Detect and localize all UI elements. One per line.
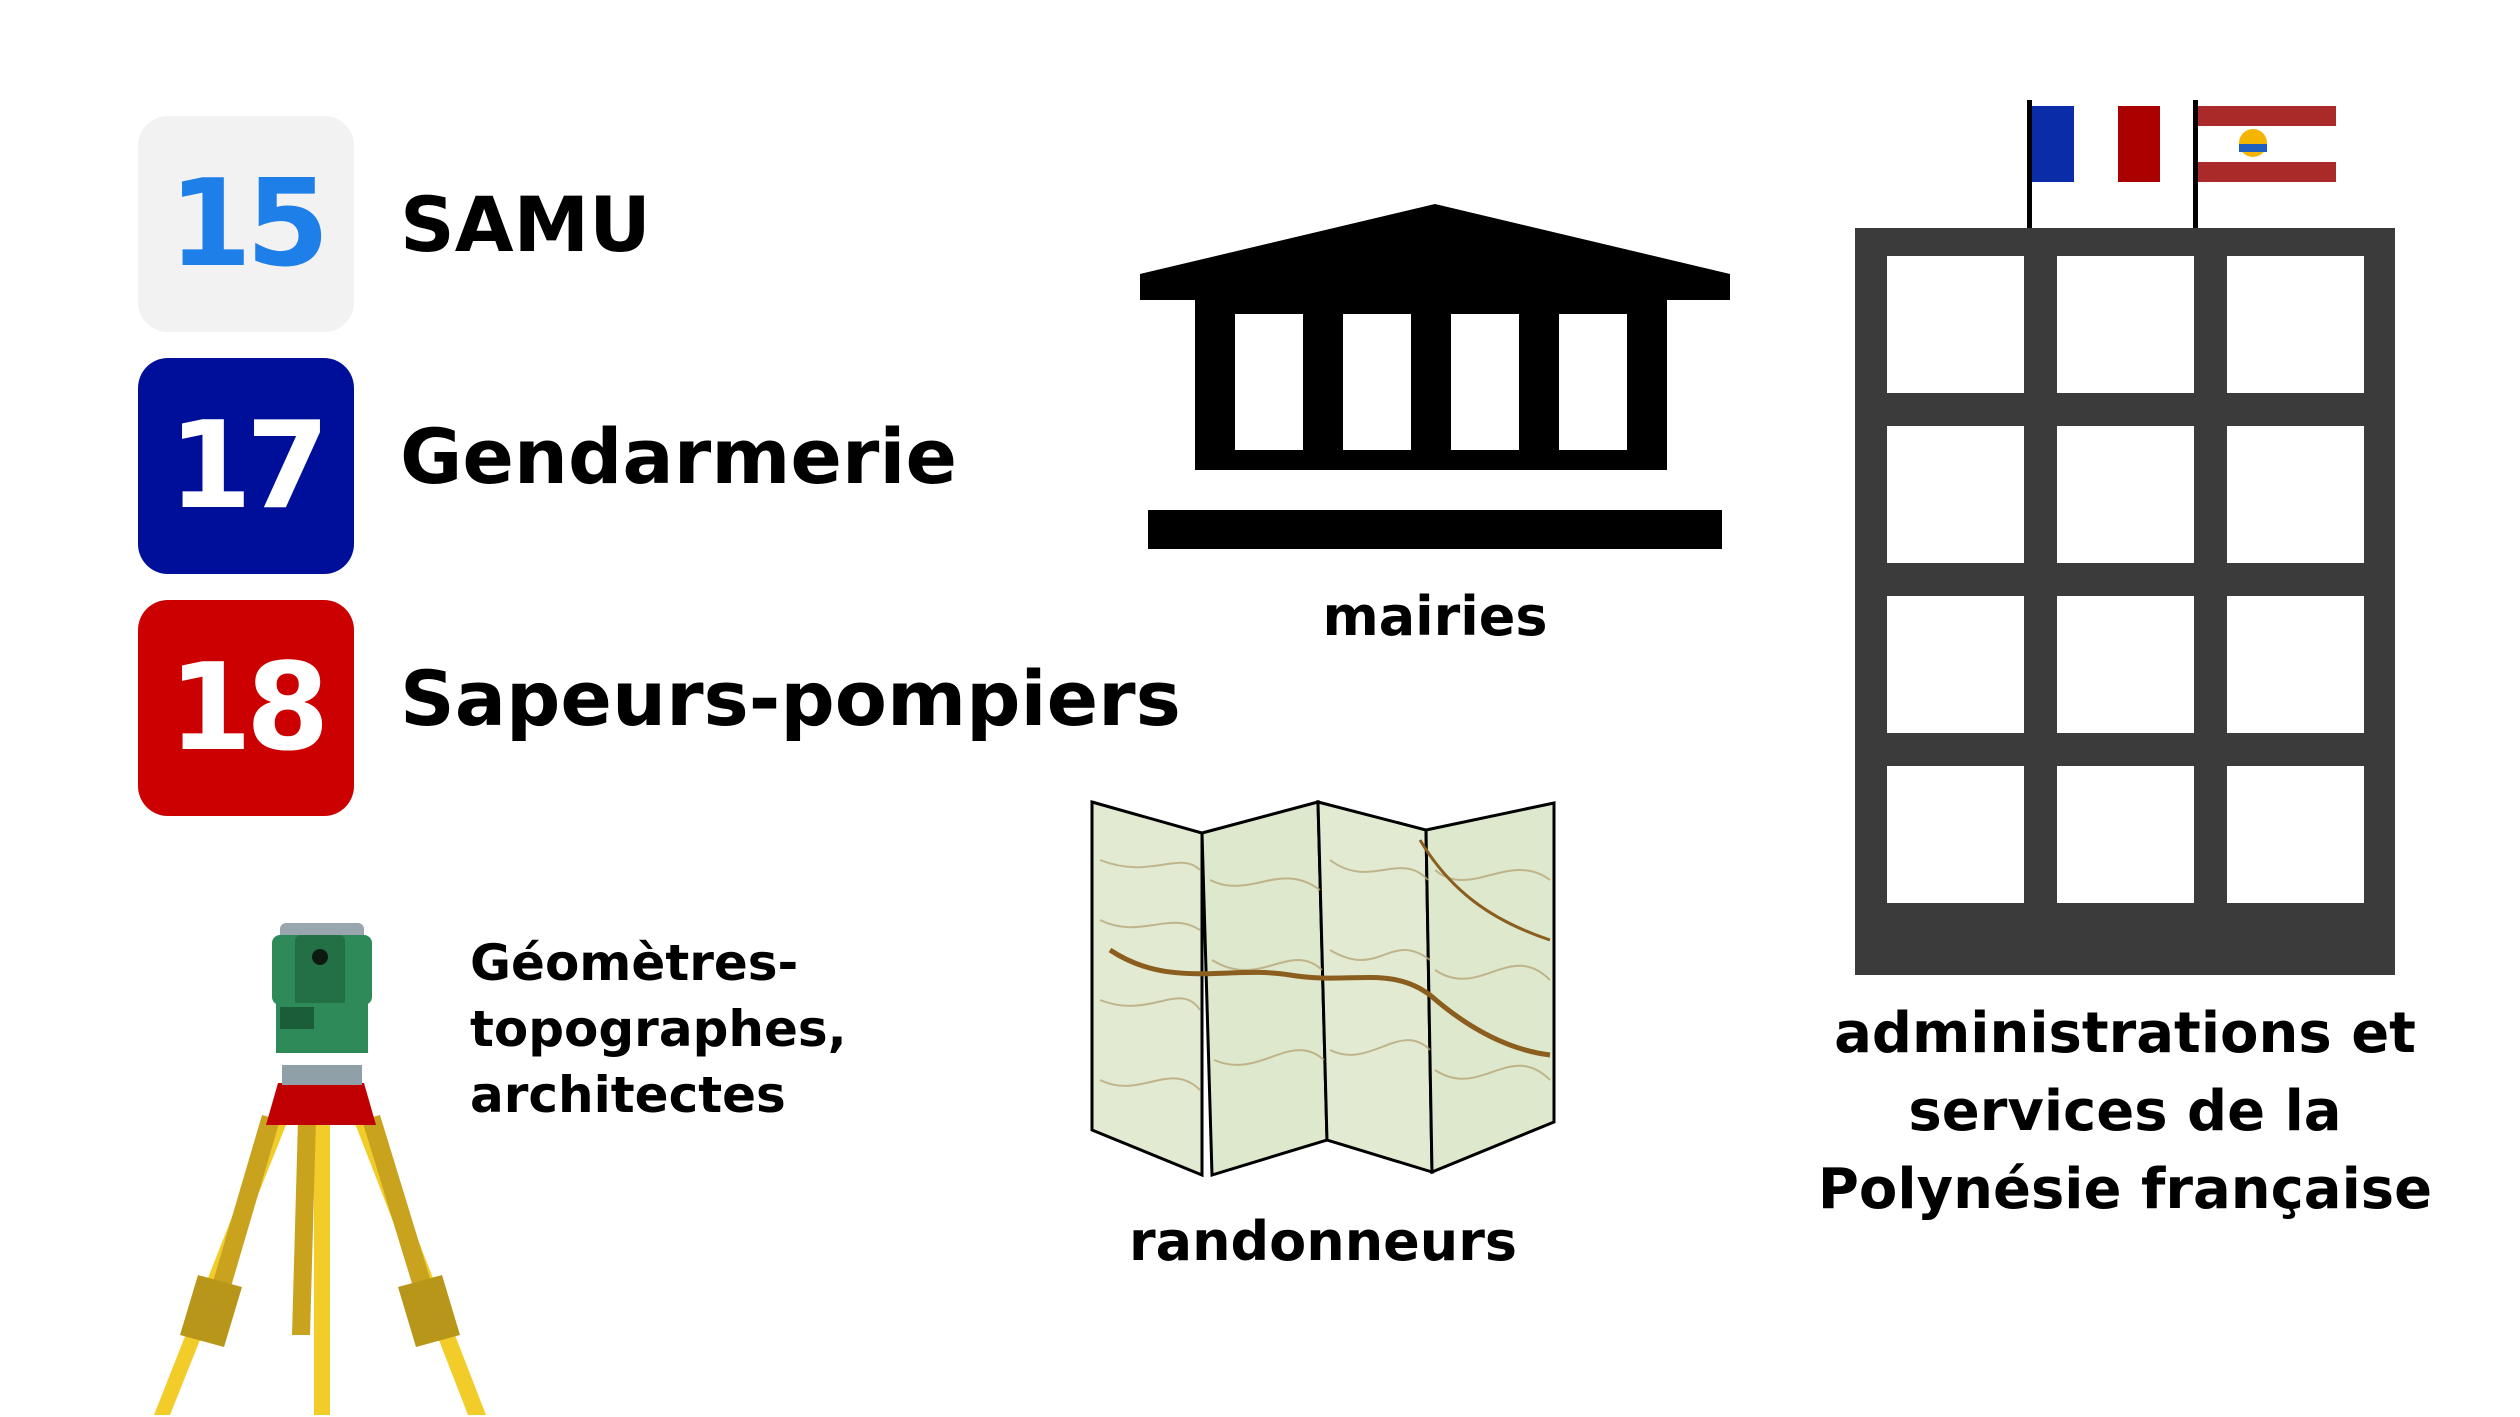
town-hall-columns-icon: [1140, 204, 1730, 549]
samu-label: SAMU: [400, 180, 651, 269]
badge-18: 18: [138, 600, 354, 816]
france-flag-icon: [2032, 106, 2160, 182]
surveyors-line-1: Géomètres-: [470, 934, 799, 992]
gendarmerie-label: Gendarmerie: [400, 412, 958, 501]
french-polynesia-flag-icon: [2198, 106, 2336, 182]
surveyors-line-2: topographes,: [470, 1000, 847, 1058]
administration-line-1: administrations et: [1834, 1001, 2416, 1066]
administration-line-2: services de la: [1908, 1079, 2342, 1144]
badge-15: 15: [138, 116, 354, 332]
hikers-caption: randonneurs: [1129, 1210, 1517, 1273]
badge-15-number: 15: [168, 154, 330, 294]
badge-18-number: 18: [168, 638, 330, 778]
folded-topographic-map-icon: [1090, 800, 1556, 1178]
total-station-tripod-icon: [154, 923, 486, 1415]
surveyors-caption: Géomètres- topographes, architectes: [470, 930, 847, 1128]
badge-17-number: 17: [168, 396, 330, 536]
administration-line-3: Polynésie française: [1817, 1157, 2433, 1222]
administration-caption: administrations et services de la Polyné…: [1815, 995, 2435, 1229]
sapeurs-pompiers-label: Sapeurs-pompiers: [400, 654, 1181, 743]
surveyors-line-3: architectes: [470, 1066, 786, 1124]
office-building-icon: [1855, 100, 2395, 975]
town-halls-caption: mairies: [1322, 585, 1548, 648]
badge-17: 17: [138, 358, 354, 574]
